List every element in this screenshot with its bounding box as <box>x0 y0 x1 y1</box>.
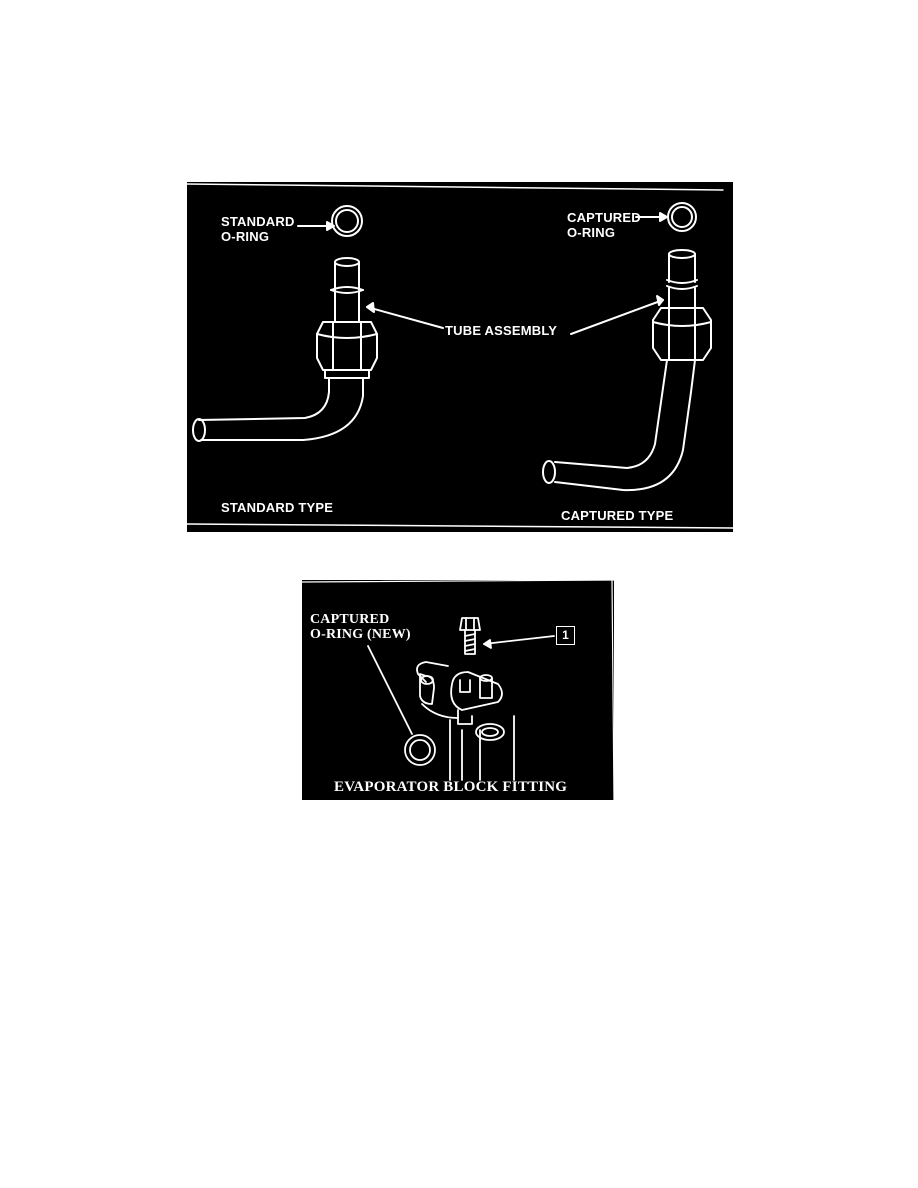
captured-o-ring-new-label-line2: O-RING (NEW) <box>310 627 411 642</box>
standard-type-caption: STANDARD TYPE <box>221 500 334 515</box>
tube-assembly-label: TUBE ASSEMBLY <box>445 323 558 338</box>
captured-o-ring-label-line2: O-RING <box>567 225 616 240</box>
standard-o-ring-label-line2: O-RING <box>221 229 270 244</box>
standard-tube-assembly-icon <box>192 257 378 442</box>
captured-o-ring-icon <box>667 202 697 232</box>
standard-o-ring-arrow <box>297 221 335 231</box>
captured-o-ring-new-icon <box>404 734 436 766</box>
captured-o-ring-label-line1: CAPTURED <box>567 210 641 225</box>
standard-o-ring-icon <box>331 205 363 237</box>
tube-assembly-figure: STANDARD O-RING CAPTURED O-RING TUBE ASS… <box>187 182 733 532</box>
captured-type-caption: CAPTURED TYPE <box>561 508 674 523</box>
evaporator-block-fitting-caption: EVAPORATOR BLOCK FITTING <box>334 779 568 795</box>
standard-o-ring-label-line1: STANDARD <box>221 214 295 229</box>
evaporator-fitting-icon <box>416 661 515 781</box>
evaporator-fitting-drawing <box>302 580 614 800</box>
evaporator-block-fitting-figure: CAPTURED O-RING (NEW) 1 EVAPORATOR BLOCK… <box>302 580 614 800</box>
captured-tube-assembly-icon <box>542 249 712 492</box>
captured-o-ring-arrow <box>635 212 668 222</box>
captured-o-ring-new-label-line1: CAPTURED <box>310 612 390 627</box>
callout-box-1: 1 <box>556 626 575 645</box>
tube-assembly-drawing <box>187 183 733 529</box>
tube-assembly-leaders <box>366 295 664 335</box>
bolt-icon <box>459 617 481 655</box>
